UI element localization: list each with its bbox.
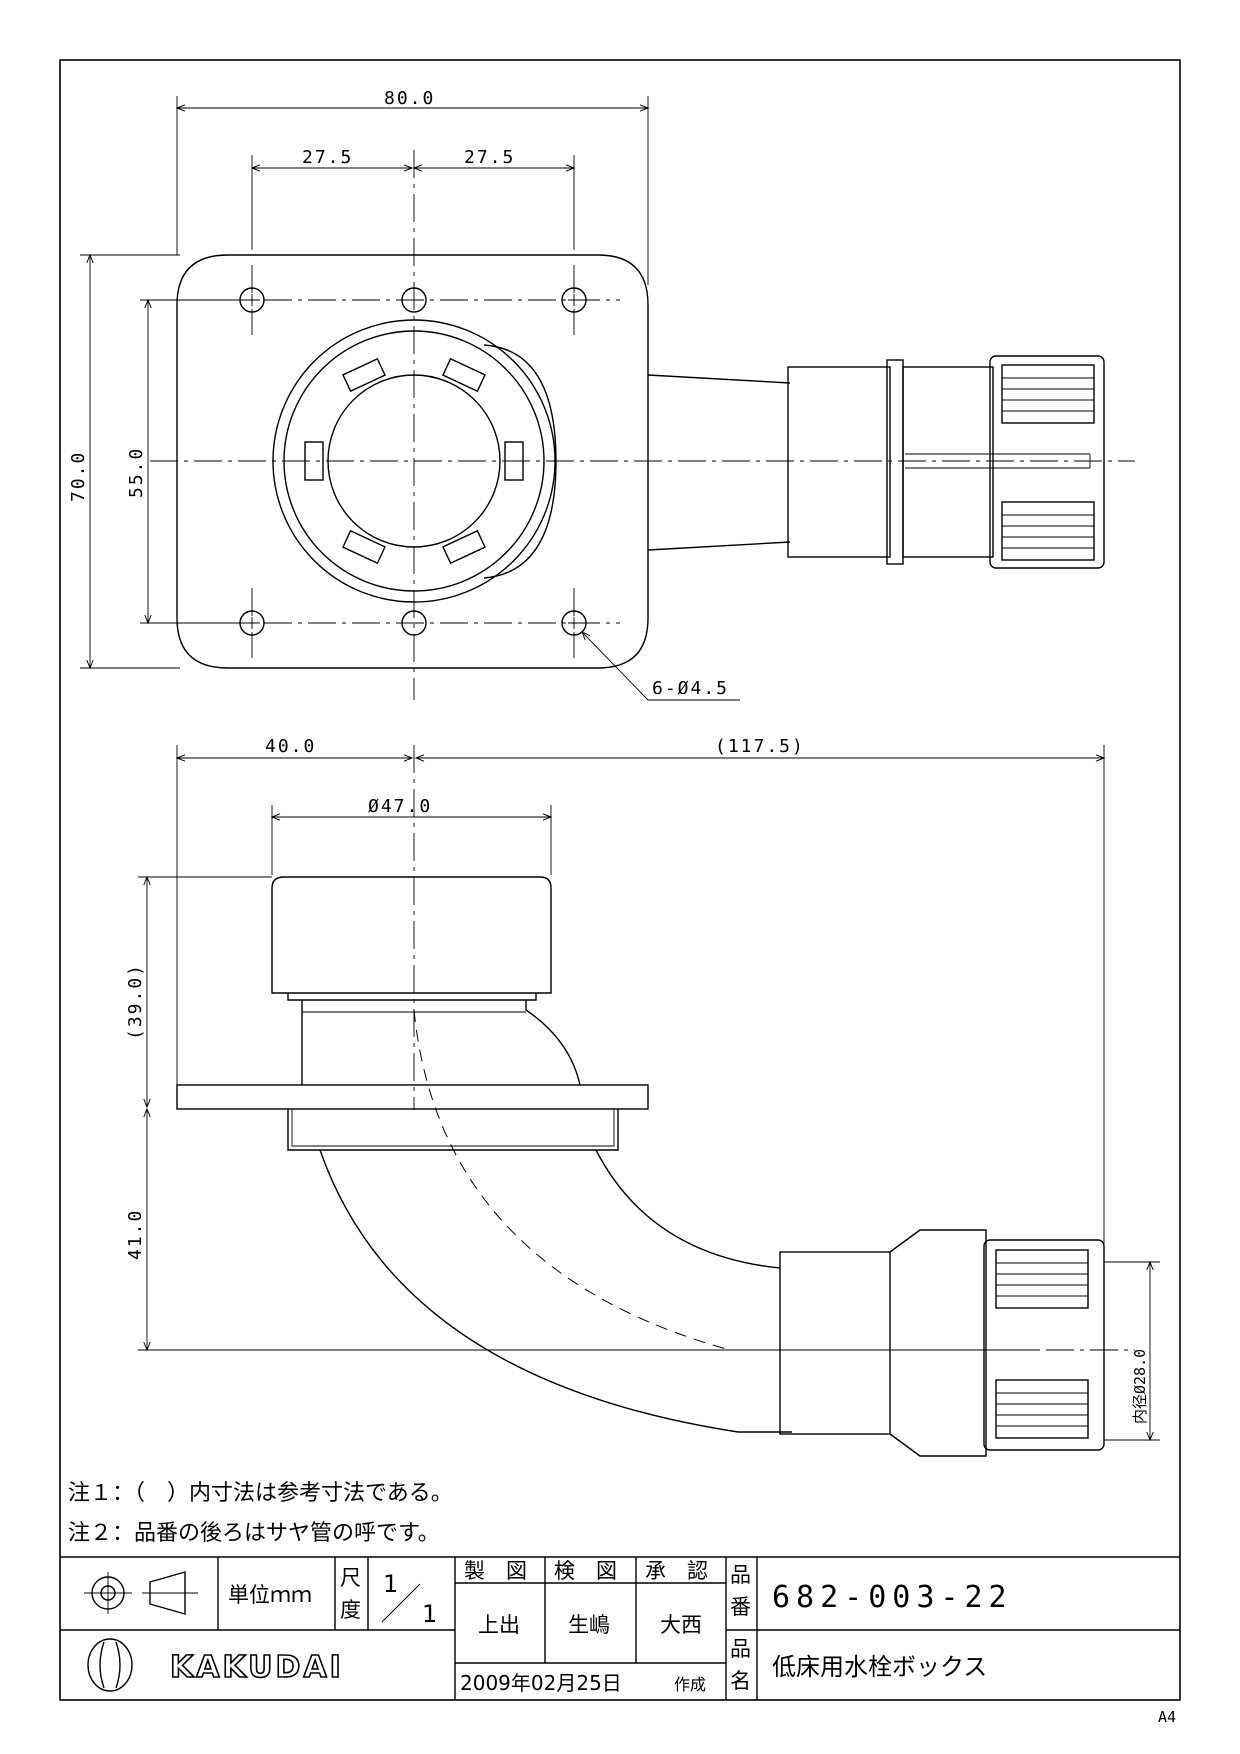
dim-hole-right: 27.5 xyxy=(464,147,515,168)
scale-label-1: 尺 xyxy=(340,1566,361,1590)
part-name-label-2: 名 xyxy=(730,1669,751,1693)
company-name: KAKUDAI xyxy=(170,1650,344,1685)
dim-diameter: Ø47.0 xyxy=(368,796,432,817)
ring-slots xyxy=(304,357,524,565)
projection-symbol-icon xyxy=(84,1571,198,1615)
dim-height-outer: 70.0 xyxy=(68,451,89,502)
base-flange xyxy=(176,1084,649,1110)
part-number: 682-003-22 xyxy=(772,1580,1013,1615)
nut-side xyxy=(983,1239,1105,1451)
elbow-pipe-inner xyxy=(595,1149,781,1269)
mounting-holes xyxy=(239,287,587,636)
drawing-frame xyxy=(59,59,1181,1701)
pipe-socket-top xyxy=(787,366,891,558)
part-no-label-1: 品 xyxy=(730,1563,751,1587)
dim-lower-height: 41.0 xyxy=(125,1209,146,1260)
paper-size: A4 xyxy=(1158,1708,1176,1726)
drawn-name: 上出 xyxy=(478,1613,520,1637)
scale-label-2: 度 xyxy=(340,1598,361,1622)
part-name: 低床用水栓ボックス xyxy=(772,1653,987,1681)
nut-grip-side xyxy=(995,1249,1089,1439)
scale-denominator: 1 xyxy=(422,1600,437,1628)
dim-upper-height: (39.0) xyxy=(125,963,146,1040)
note-1: 注１：（ ）内寸法は参考寸法である。 xyxy=(68,1481,453,1506)
top-view: 80.0 27.5 27.5 70.0 55.0 xyxy=(68,88,1135,701)
date-text: 2009年02月25日 xyxy=(460,1671,622,1695)
title-block: 単位ｍｍ 尺 度 1 1 製 図 検 図 承 認 上出 生嶋 大西 2009年0… xyxy=(60,1556,1180,1700)
checked-label: 検 図 xyxy=(554,1559,617,1583)
outlet-inner-ring xyxy=(327,374,501,548)
side-view: 40.0 (117.5) Ø47.0 (39.0) 41.0 xyxy=(125,736,1160,1457)
dim-height-inner: 55.0 xyxy=(126,447,147,498)
part-no-label-2: 番 xyxy=(730,1595,751,1619)
checked-name: 生嶋 xyxy=(568,1613,610,1637)
dim-side-left: 40.0 xyxy=(265,736,316,757)
nut-top xyxy=(989,355,1105,569)
created-label: 作成 xyxy=(674,1675,706,1694)
dim-inner-diameter: 内径Ø28.0 xyxy=(1131,1349,1149,1424)
approved-label: 承 認 xyxy=(645,1559,708,1583)
dim-side-total: (117.5) xyxy=(715,736,805,757)
note-2: 注２：品番の後ろはサヤ管の呼です。 xyxy=(68,1521,440,1546)
dim-hole-left: 27.5 xyxy=(302,147,353,168)
pipe-socket-side xyxy=(779,1251,891,1435)
outlet-outer-ring xyxy=(272,319,556,603)
elbow-pipe-outer xyxy=(319,1149,792,1433)
scale-numerator: 1 xyxy=(383,1570,398,1598)
approved-name: 大西 xyxy=(660,1613,702,1637)
outlet-cap xyxy=(271,876,552,994)
kakudai-logo: KAKUDAI xyxy=(87,1638,344,1692)
dim-holes: 6-Ø4.5 xyxy=(652,678,729,699)
nut-grip-top xyxy=(1001,364,1095,561)
part-name-label-1: 品 xyxy=(730,1637,751,1661)
base-plate xyxy=(176,254,649,669)
drawn-label: 製 図 xyxy=(464,1559,527,1583)
dim-top-width: 80.0 xyxy=(384,88,435,109)
unit-label: 単位ｍｍ xyxy=(228,1583,312,1607)
